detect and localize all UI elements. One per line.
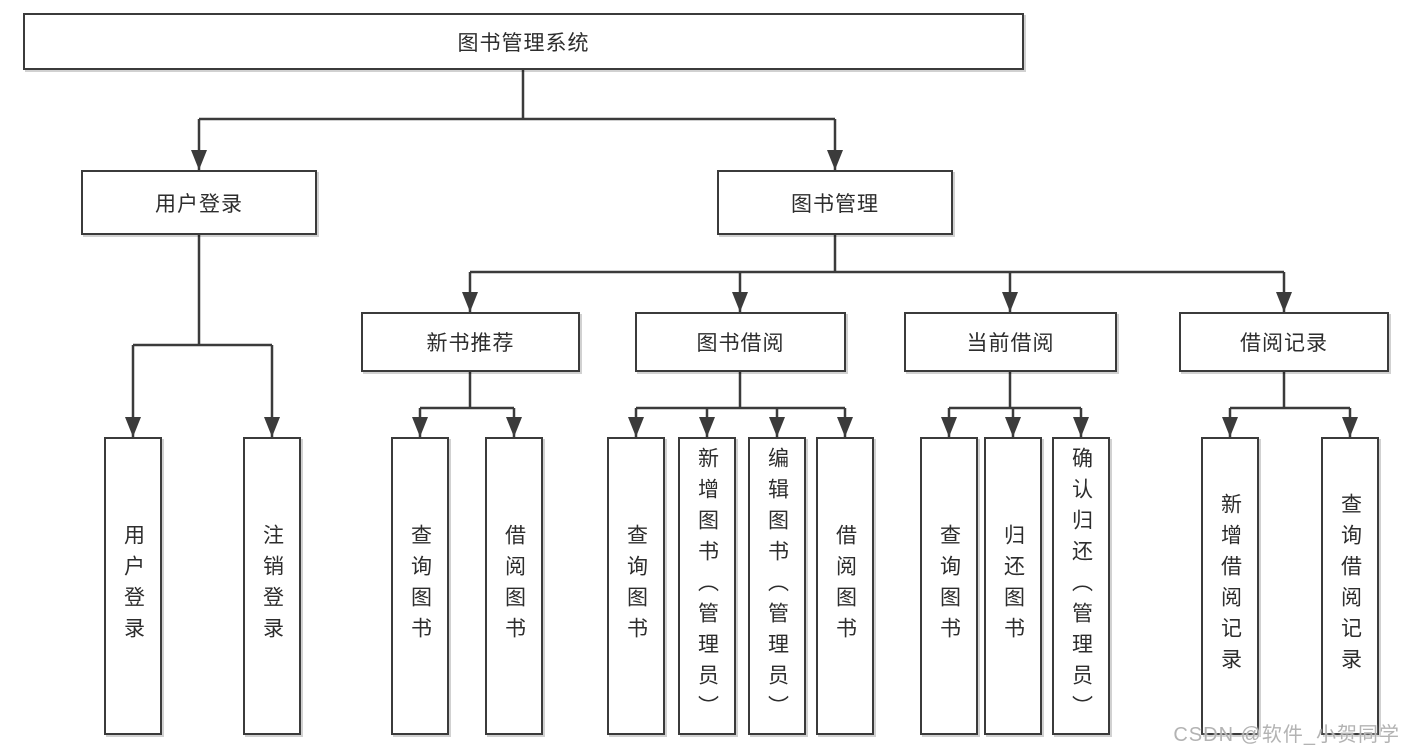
leaf-confirm-return-admin: 确认归还（管理员） — [1052, 437, 1110, 735]
node-library-management-system: 图书管理系统 — [23, 13, 1024, 70]
leaf-borrow-books-newbook: 借阅图书 — [485, 437, 543, 735]
leaf-label: 用户登录 — [121, 524, 145, 648]
leaf-logout-login: 注销登录 — [243, 437, 301, 735]
node-book-borrowing: 图书借阅 — [635, 312, 846, 372]
leaf-label: 确认归还（管理员） — [1069, 446, 1093, 726]
leaf-label: 新增图书（管理员） — [695, 446, 719, 726]
tree-edges — [131, 70, 1352, 437]
leaf-label: 查询图书 — [408, 524, 432, 648]
leaf-borrow-books-borrowing: 借阅图书 — [816, 437, 874, 735]
leaf-query-books-current: 查询图书 — [920, 437, 978, 735]
node-new-book-recommendation: 新书推荐 — [361, 312, 580, 372]
leaf-query-books-borrowing: 查询图书 — [607, 437, 665, 735]
leaf-label: 新增借阅记录 — [1218, 493, 1242, 679]
node-book-management: 图书管理 — [717, 170, 953, 235]
leaf-user-login: 用户登录 — [104, 437, 162, 735]
csdn-watermark: CSDN @软件_小贺同学 — [1173, 724, 1400, 746]
leaf-label: 查询借阅记录 — [1338, 493, 1362, 679]
leaf-label: 注销登录 — [260, 524, 284, 648]
arrowheads — [125, 150, 1358, 437]
leaf-label: 借阅图书 — [502, 524, 526, 648]
leaf-add-borrow-record: 新增借阅记录 — [1201, 437, 1259, 735]
node-user-login: 用户登录 — [81, 170, 317, 235]
leaf-edit-book-admin: 编辑图书（管理员） — [748, 437, 806, 735]
leaf-add-book-admin: 新增图书（管理员） — [678, 437, 736, 735]
node-borrowing-records: 借阅记录 — [1179, 312, 1389, 372]
leaf-label: 归还图书 — [1001, 524, 1025, 648]
leaf-label: 借阅图书 — [833, 524, 857, 648]
leaf-label: 编辑图书（管理员） — [765, 446, 789, 726]
leaf-return-books: 归还图书 — [984, 437, 1042, 735]
node-current-borrowing: 当前借阅 — [904, 312, 1117, 372]
leaf-label: 查询图书 — [937, 524, 961, 648]
leaf-query-books-newbook: 查询图书 — [391, 437, 449, 735]
leaf-query-borrow-record: 查询借阅记录 — [1321, 437, 1379, 735]
leaf-label: 查询图书 — [624, 524, 648, 648]
